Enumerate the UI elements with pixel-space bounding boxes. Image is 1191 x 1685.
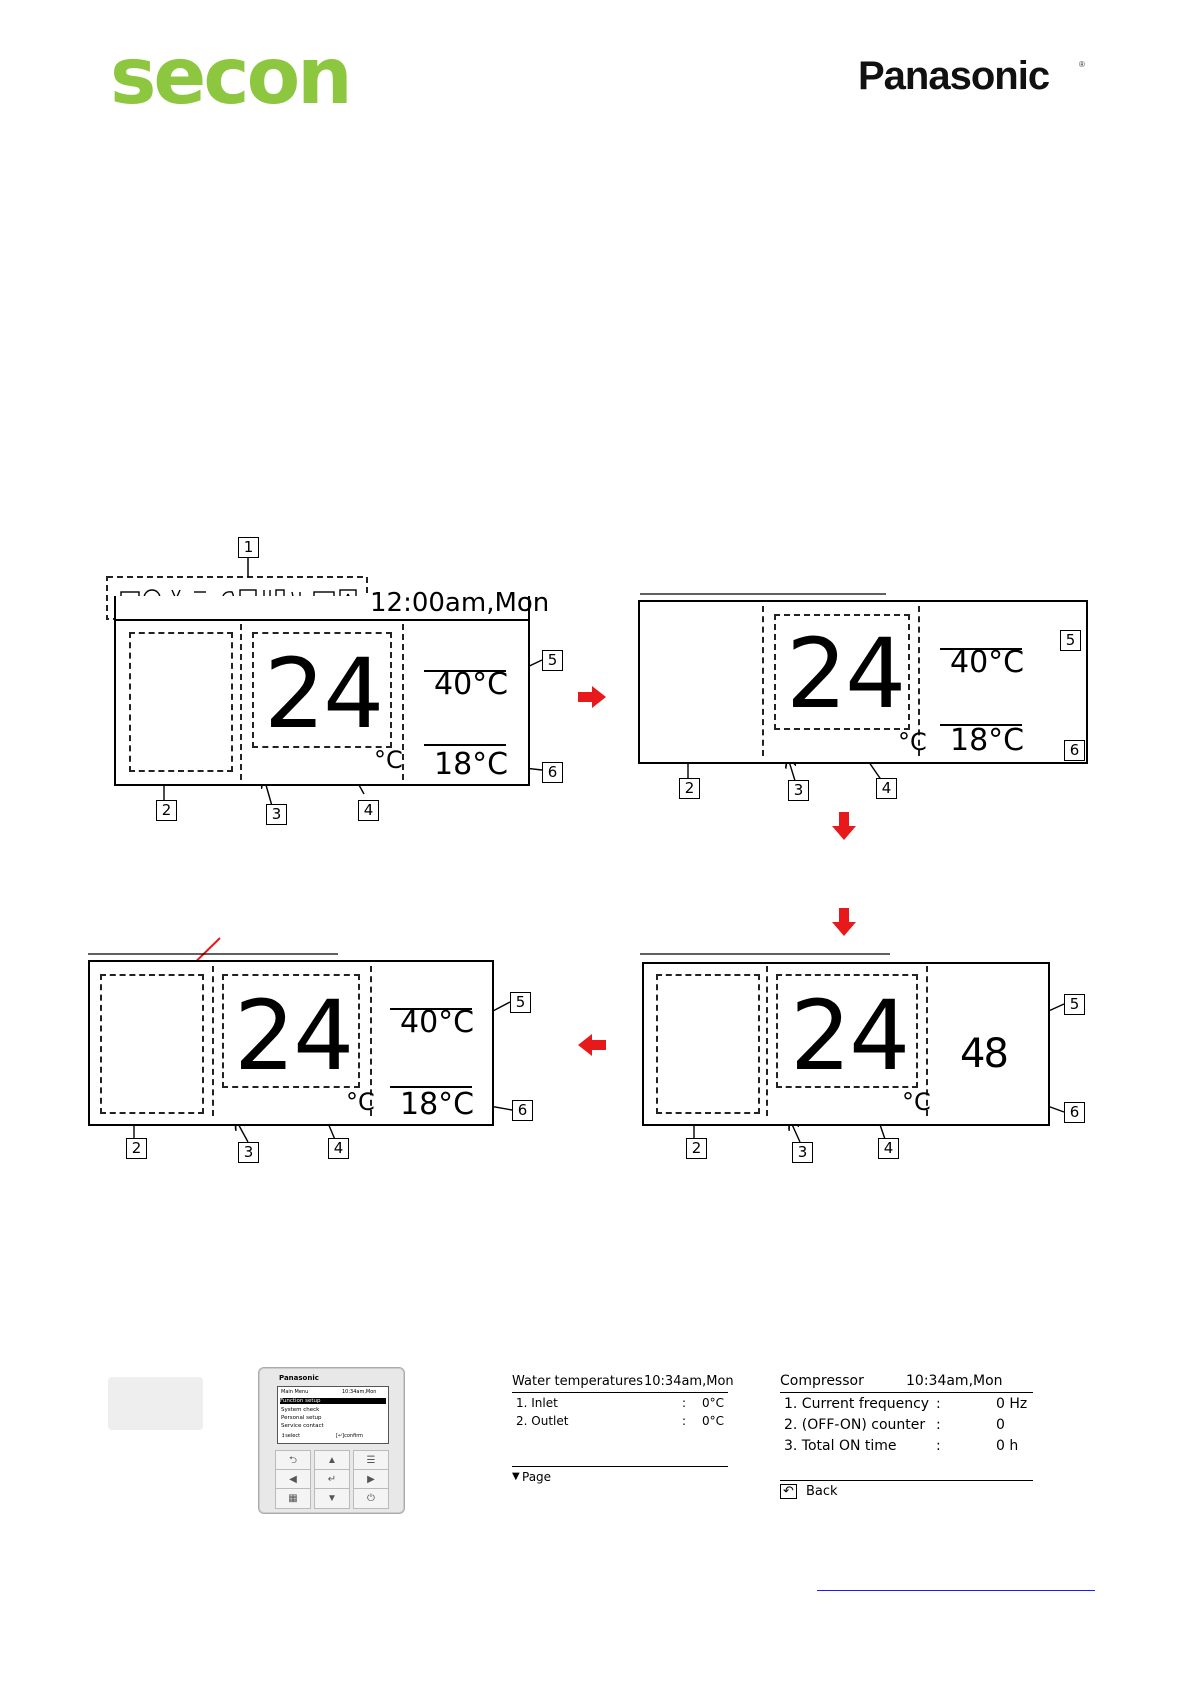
compressor-row-3-label: 3. Total ON time	[784, 1438, 897, 1454]
remote-controller: Panasonic Main Menu 10:34am,Mon Function…	[258, 1367, 405, 1514]
tank-setpoint: 48	[960, 1031, 1009, 1077]
callout-3: 3	[792, 1142, 813, 1163]
remote-menu-item-4[interactable]: Service contact	[281, 1423, 324, 1429]
callout-6: 6	[1064, 740, 1085, 761]
compressor-title: Compressor	[780, 1373, 864, 1389]
callout-5: 5	[1064, 994, 1085, 1015]
main-temp-3: 24	[234, 980, 354, 1092]
secon-logo: secon	[110, 32, 353, 122]
main-temp-4: 24	[790, 980, 910, 1092]
mode-area-1	[129, 632, 233, 772]
room-temp-1: 18°C	[434, 747, 509, 782]
down-button[interactable]: ▼	[314, 1488, 350, 1509]
water-footer: Page	[522, 1470, 552, 1484]
remote-menu-item-3[interactable]: Personal setup	[281, 1415, 322, 1421]
lcd-panel-2	[638, 600, 1088, 764]
compressor-row-1-label: 1. Current frequency	[784, 1396, 930, 1412]
remote-menu-title: Main Menu	[281, 1389, 309, 1395]
temp-area-4	[776, 974, 918, 1088]
lcd-panel-3	[88, 960, 494, 1126]
mode-area-3	[100, 974, 204, 1114]
page-arrow-icon: ▼	[512, 1471, 520, 1482]
menu-button[interactable]	[108, 1377, 203, 1430]
remote-footer-select: ↕select	[281, 1433, 301, 1439]
remote-brand: Panasonic	[279, 1374, 319, 1382]
enter-button[interactable]: ↵	[314, 1469, 350, 1490]
callout-6: 6	[1064, 1102, 1085, 1123]
unit-1: °C	[374, 746, 403, 774]
compressor-row-3-sep: :	[936, 1438, 941, 1454]
callout-3: 3	[266, 804, 287, 825]
callout-6: 6	[542, 762, 563, 783]
compressor-row-2-label: 2. (OFF-ON) counter	[784, 1417, 926, 1433]
unit-3: °C	[346, 1088, 375, 1116]
water-row-2-sep: :	[682, 1414, 687, 1428]
back-button[interactable]: ⮌	[275, 1450, 311, 1471]
water-row-2-label: 2. Outlet	[516, 1414, 569, 1428]
registered-mark: ®	[1079, 60, 1085, 69]
up-button[interactable]: ▲	[314, 1450, 350, 1471]
callout-4: 4	[358, 800, 379, 821]
callout-2: 2	[126, 1138, 147, 1159]
callout-4: 4	[876, 778, 897, 799]
callout-4: 4	[878, 1138, 899, 1159]
lcd-panel-1-topbar	[114, 619, 528, 621]
mode-area-4	[656, 974, 760, 1114]
callout-5: 5	[510, 992, 531, 1013]
main-temp-1: 24	[264, 638, 384, 750]
compressor-row-2-sep: :	[936, 1417, 941, 1433]
power-button[interactable]: ⏻	[353, 1488, 389, 1509]
temp-area-2	[774, 614, 910, 730]
right-button[interactable]: ▶	[353, 1469, 389, 1490]
temp-area-1	[252, 632, 392, 748]
callout-2: 2	[686, 1138, 707, 1159]
left-button[interactable]: ◀	[275, 1469, 311, 1490]
temp-area-3	[222, 974, 360, 1088]
water-row-1-sep: :	[682, 1396, 687, 1410]
compressor-row-1-sep: :	[936, 1396, 941, 1412]
compressor-time: 10:34am,Mon	[906, 1373, 1003, 1389]
callout-4: 4	[328, 1138, 349, 1159]
remote-menu-time: 10:34am,Mon	[342, 1389, 377, 1395]
quick-menu-button[interactable]: ▦	[275, 1488, 311, 1509]
menu-key[interactable]: ☰	[353, 1450, 389, 1471]
water-time: 10:34am,Mon	[644, 1374, 734, 1389]
panasonic-logo: Panasonic	[858, 54, 1050, 98]
compressor-row-3-value: 0 h	[996, 1438, 1019, 1454]
water-title: Water temperatures	[512, 1374, 644, 1389]
room-temp-2: 18°C	[950, 723, 1025, 758]
footer-link[interactable]	[817, 1590, 1095, 1591]
lcd-panel-1	[114, 596, 530, 786]
callout-5: 5	[1060, 630, 1081, 651]
compressor-row-2-value: 0	[996, 1417, 1005, 1433]
lcd-panel-4	[642, 962, 1050, 1126]
back-icon: ↶	[780, 1484, 797, 1499]
compressor-footer: Back	[806, 1484, 838, 1499]
room-temp-3: 18°C	[400, 1087, 475, 1122]
tank-temp-3: 40°C	[400, 1005, 475, 1040]
clock-display: 12:00am,Mon	[370, 588, 550, 618]
callout-3: 3	[238, 1142, 259, 1163]
compressor-row-1-value: 0 Hz	[996, 1396, 1028, 1412]
unit-4: °C	[902, 1088, 931, 1116]
remote-menu-item-1[interactable]: Function setup	[280, 1398, 386, 1404]
water-row-2-value: 0°C	[702, 1414, 725, 1428]
tank-temp-1: 40°C	[434, 667, 509, 702]
callout-2: 2	[679, 778, 700, 799]
remote-menu-item-2[interactable]: System check	[281, 1407, 320, 1413]
tank-temp-2: 40°C	[950, 645, 1025, 680]
unit-2: °C	[898, 728, 927, 756]
remote-footer-confirm: [↵]confirm	[336, 1433, 364, 1439]
callout-3: 3	[788, 780, 809, 801]
water-row-1-label: 1. Inlet	[516, 1396, 558, 1410]
callout-5: 5	[542, 650, 563, 671]
callout-2: 2	[156, 800, 177, 821]
callout-1: 1	[238, 537, 259, 558]
callout-6: 6	[512, 1100, 533, 1121]
main-temp-2: 24	[786, 618, 906, 730]
water-row-1-value: 0°C	[702, 1396, 725, 1410]
remote-screen: Main Menu 10:34am,Mon Function setup Sys…	[277, 1386, 389, 1444]
